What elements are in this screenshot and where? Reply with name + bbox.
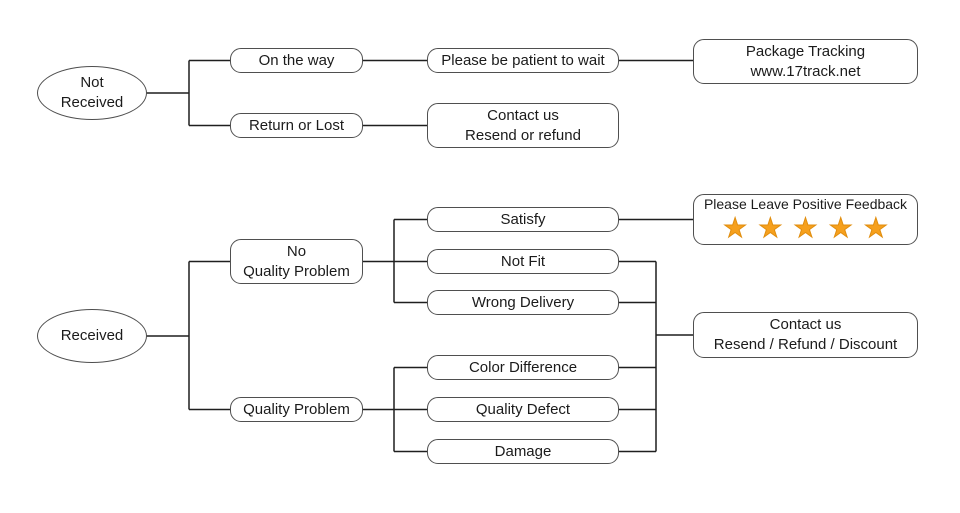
node-label: Resend or refund [465, 126, 581, 144]
node-label: Satisfy [500, 210, 546, 228]
node-label: Resend / Refund / Discount [713, 336, 898, 353]
node-package-tracking: Package Tracking www.17track.net [693, 39, 918, 84]
node-label: Contact us [769, 316, 842, 334]
node-label: Not [80, 74, 104, 92]
node-label: Package Tracking [745, 42, 866, 60]
node-no-quality-problem: No Quality Problem [230, 239, 363, 284]
node-label: Contact us [487, 106, 559, 124]
node-contact-us-resend-refund: Contact us Resend or refund [427, 103, 619, 148]
node-quality-problem: Quality Problem [230, 397, 363, 422]
node-label: Wrong Delivery [471, 293, 575, 311]
node-on-the-way: On the way [230, 48, 363, 73]
node-not-fit: Not Fit [427, 249, 619, 274]
node-label: No [286, 242, 307, 260]
node-please-be-patient: Please be patient to wait [427, 48, 619, 73]
node-not-received: Not Received [37, 66, 147, 120]
node-label: Quality Defect [475, 400, 571, 418]
node-label: On the way [258, 51, 335, 69]
node-damage: Damage [427, 439, 619, 464]
node-wrong-delivery: Wrong Delivery [427, 290, 619, 315]
node-label: Received [60, 94, 124, 111]
node-label: Please be patient to wait [441, 51, 605, 69]
node-label: Not Fit [500, 252, 546, 270]
node-color-difference: Color Difference [427, 355, 619, 380]
node-label: Received [60, 327, 124, 345]
node-label: Quality Problem [243, 262, 350, 280]
five-star-rating-icon: ★★★★★ [722, 212, 900, 243]
node-label: Damage [494, 442, 552, 460]
tracking-url: www.17track.net [750, 62, 861, 80]
node-contact-us-resend-refund-discount: Contact us Resend / Refund / Discount [693, 312, 918, 358]
node-label: Color Difference [468, 358, 578, 376]
node-label: Return or Lost [248, 116, 345, 134]
node-quality-defect: Quality Defect [427, 397, 619, 422]
node-satisfy: Satisfy [427, 207, 619, 232]
node-positive-feedback: Please Leave Positive Feedback ★★★★★ [693, 194, 918, 245]
node-label: Please Leave Positive Feedback [703, 196, 908, 213]
node-received: Received [37, 309, 147, 363]
node-label: Quality Problem [243, 400, 350, 418]
node-return-or-lost: Return or Lost [230, 113, 363, 138]
